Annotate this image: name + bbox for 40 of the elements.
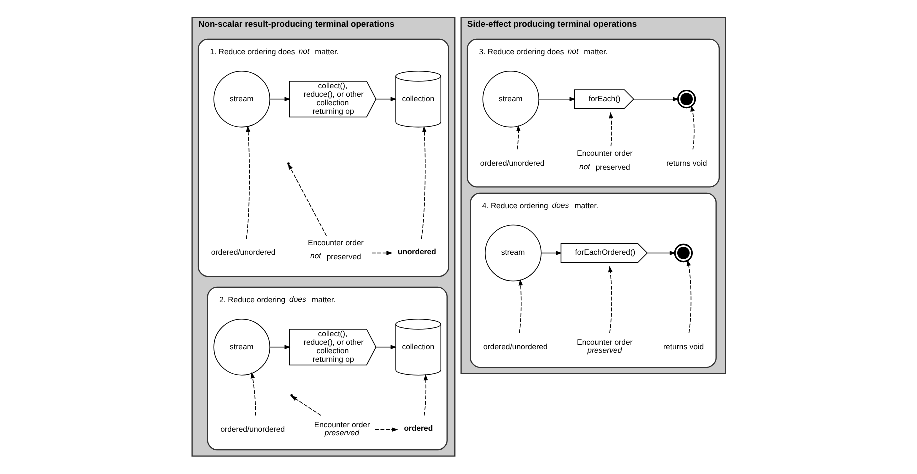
arrow (376, 97, 397, 102)
arrow (423, 374, 428, 416)
node-text: ordered/unordered (482, 342, 548, 352)
arrow (608, 112, 613, 147)
node-circle: stream (484, 224, 542, 282)
arrow (269, 345, 290, 350)
arrow (376, 345, 397, 350)
arrow (690, 105, 694, 150)
node-text: ordered/unordered (210, 248, 276, 258)
node-circle (676, 90, 696, 109)
arrow (518, 279, 523, 334)
arrow (540, 251, 562, 256)
arrow (288, 164, 327, 236)
node-text: ordered/unordered (220, 424, 285, 434)
arrow (269, 97, 290, 102)
arrow (371, 251, 392, 256)
node-text: returns void (662, 342, 704, 352)
arrow (250, 372, 256, 416)
arrow (420, 126, 426, 240)
node-text: Encounter order not preserved (308, 238, 364, 262)
arrow (374, 428, 398, 432)
arrow (290, 396, 322, 416)
node-circle (674, 244, 693, 263)
arrow (246, 126, 250, 240)
node-text: Encounter order preserved (576, 338, 632, 355)
node-text: unordered (397, 247, 436, 256)
node-text: Encounter order preserved (314, 420, 370, 438)
node-text: ordered (404, 424, 433, 434)
node-circle: stream (213, 318, 270, 376)
node-text: ordered/unordered (480, 158, 544, 168)
node-circle: stream (213, 70, 270, 128)
arrow (686, 260, 692, 334)
arrow (516, 125, 520, 150)
node-text: returns void (666, 158, 707, 168)
arrow (646, 251, 676, 256)
node-text: Encounter order not preserved (576, 149, 632, 172)
arrow (538, 97, 576, 102)
arrow (608, 266, 612, 334)
arrow (633, 97, 679, 102)
node-circle: stream (482, 70, 539, 128)
